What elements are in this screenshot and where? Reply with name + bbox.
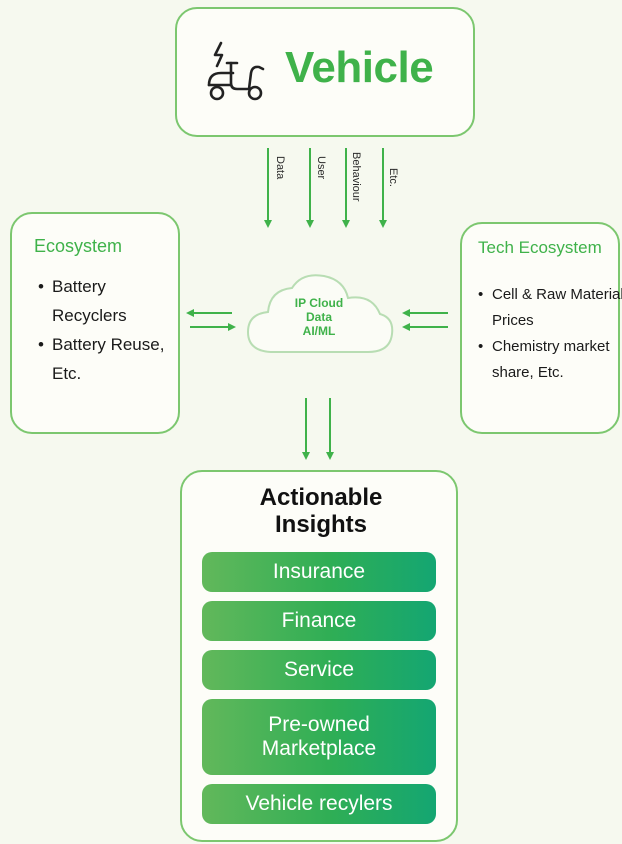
vehicle-title: Vehicle xyxy=(285,43,434,92)
cloud-label-2: Data xyxy=(305,310,332,324)
list-item: Battery Recyclers xyxy=(36,272,176,330)
ecosystem-left-box: Ecosystem Battery Recyclers Battery Reus… xyxy=(10,212,180,434)
electric-scooter-icon xyxy=(207,41,265,101)
cloud-label-1: IP Cloud xyxy=(294,296,344,310)
insight-insurance: Insurance xyxy=(202,552,436,592)
ecosystem-right-box: Tech Ecosystem Cell & Raw Material Price… xyxy=(460,222,622,434)
flow-label-data: Data xyxy=(274,156,286,180)
insights-title: Actionable Insights xyxy=(259,484,383,538)
ecosystem-right-title: Tech Ecosystem xyxy=(478,238,602,257)
insight-service: Service xyxy=(202,650,436,690)
insight-finance: Finance xyxy=(202,601,436,641)
flow-label-etc: Etc. xyxy=(387,168,399,187)
vehicle-box: Vehicle xyxy=(175,7,475,137)
list-item: Battery Reuse, Etc. xyxy=(36,330,176,388)
cloud-label-3: AI/ML xyxy=(302,324,336,338)
ecosystem-left-title: Ecosystem xyxy=(34,236,123,256)
flow-label-user: User xyxy=(315,156,327,180)
ecosystem-left-list: Battery Recyclers Battery Reuse, Etc. xyxy=(36,272,176,388)
flow-label-behaviour: Behaviour xyxy=(350,152,362,202)
list-item: Chemistry market share, Etc. xyxy=(476,334,622,386)
list-item: Cell & Raw Material Prices xyxy=(476,282,622,334)
ecosystem-right-list: Cell & Raw Material Prices Chemistry mar… xyxy=(476,282,622,386)
insight-vehicle-recylers: Vehicle recylers xyxy=(202,784,436,824)
actionable-insights-box: Actionable Insights Insurance Finance Se… xyxy=(180,470,458,842)
insight-pre-owned-marketplace: Pre-owned Marketplace xyxy=(202,699,436,775)
cloud-icon xyxy=(246,274,394,353)
